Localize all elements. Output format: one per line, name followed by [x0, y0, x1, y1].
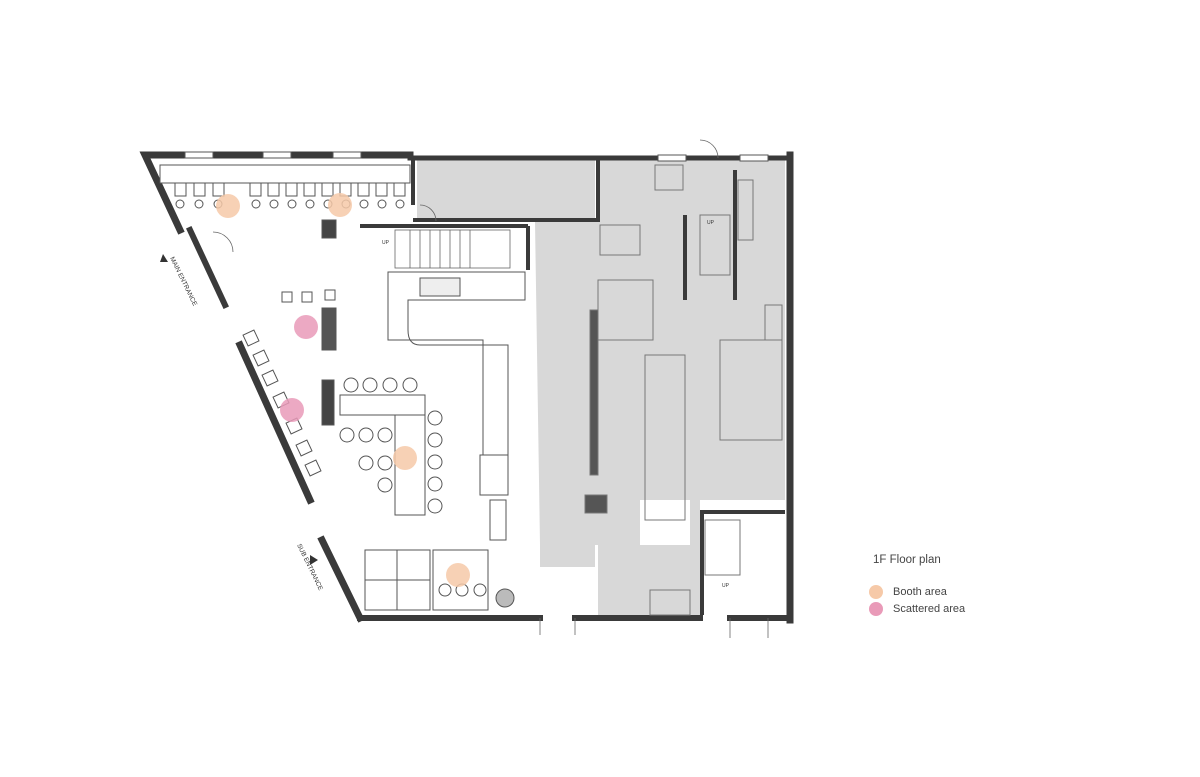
- kitchen-equipment: [584, 164, 783, 616]
- window-booth-seats: [159, 164, 411, 209]
- legend-scattered-label: Scattered area: [893, 603, 966, 615]
- up-label-kitchen: UP: [707, 220, 715, 226]
- sub-entrance-label: SUB ENTRANCE: [295, 543, 324, 592]
- scattered-area-swatch: [869, 602, 883, 616]
- service-counter: [387, 271, 526, 541]
- wall-side-seats: [242, 329, 322, 477]
- plan-title: 1F Floor plan: [873, 554, 941, 566]
- booth-area-swatch: [869, 585, 883, 599]
- exterior-walls: [139, 151, 794, 624]
- scattered-area-markers: [280, 315, 318, 422]
- sub-entrance-arrow: [310, 555, 318, 565]
- main-entrance-arrow: [160, 254, 168, 262]
- legend-booth-area: Booth area: [869, 584, 947, 600]
- up-label-rear: UP: [722, 583, 730, 589]
- staircase: [394, 229, 511, 269]
- corner-booth: [364, 549, 515, 611]
- legend-scattered-area: Scattered area: [869, 601, 965, 617]
- legend-booth-label: Booth area: [893, 586, 947, 598]
- central-booths: [321, 377, 443, 516]
- main-entrance-label: MAIN ENTRANCE: [168, 256, 198, 308]
- interior-walls: [360, 158, 785, 615]
- booth-area-markers: [216, 193, 470, 587]
- up-label-stairs: UP: [382, 240, 390, 246]
- windows: [184, 151, 769, 162]
- doors: [212, 139, 769, 638]
- standing-tables: [281, 219, 337, 351]
